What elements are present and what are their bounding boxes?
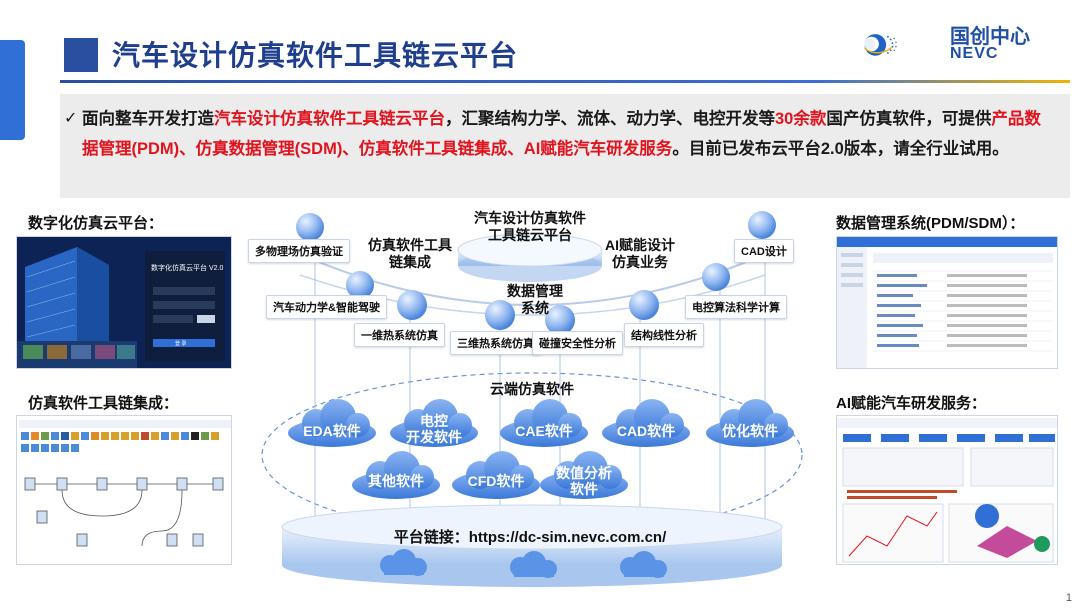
logo-chinese-text: 国创中心 bbox=[950, 26, 1030, 48]
intro-box: ✓ 面向整车开发打造汽车设计仿真软件工具链云平台，汇聚结构力学、流体、动力学、电… bbox=[60, 94, 1070, 198]
page-number: 1 bbox=[1065, 592, 1072, 604]
login-screenshot: 数字化仿真云平台 V2.0 登 录 bbox=[16, 236, 232, 369]
label-structural-linear: 结构线性分析 bbox=[624, 323, 704, 347]
cloud-control-dev: 电控 开发软件 bbox=[406, 413, 462, 445]
label-control-algorithms: 电控算法科学计算 bbox=[685, 295, 787, 319]
section-digital-platform: 数字化仿真云平台： bbox=[28, 215, 164, 232]
toolchain-screenshot bbox=[16, 415, 232, 565]
center-platform-text: 汽车设计仿真软件 工具链云平台 bbox=[474, 210, 586, 243]
architecture-graphics bbox=[261, 211, 803, 587]
label-1d-thermal: 一维热系统仿真 bbox=[354, 323, 445, 347]
logo-english-text: NEVC bbox=[950, 45, 999, 62]
toolchain-integration-text: 仿真软件工具 链集成 bbox=[368, 237, 452, 270]
label-vehicle-dynamics: 汽车动力学&智能驾驶 bbox=[266, 295, 387, 319]
check-icon: ✓ bbox=[64, 110, 78, 127]
center-platform-label: 汽车设计仿真软件 工具链云平台 bbox=[468, 210, 592, 244]
login-title: 数字化仿真云平台 V2.0 bbox=[151, 265, 224, 272]
workflow-diagram-image bbox=[17, 416, 231, 564]
building-image bbox=[17, 237, 231, 368]
intro-text-2: ，汇聚结构力学、流体、动力学、电控开发等 bbox=[445, 110, 775, 128]
platform-link[interactable]: 平台链接：https://dc-sim.nevc.com.cn/ bbox=[393, 529, 667, 546]
cloud-eda: EDA软件 bbox=[303, 423, 361, 439]
ai-workflow-image bbox=[837, 416, 1057, 564]
ai-screenshot bbox=[836, 415, 1058, 565]
data-management-label: 数据管理 系统 bbox=[495, 283, 575, 317]
ai-design-label: AI赋能设计 仿真业务 bbox=[590, 237, 690, 271]
cloud-optimization: 优化软件 bbox=[722, 423, 778, 439]
ai-design-text: AI赋能设计 仿真业务 bbox=[605, 237, 675, 270]
cloud-cae: CAE软件 bbox=[515, 423, 573, 439]
left-accent-bar bbox=[0, 40, 25, 140]
label-multiphysics: 多物理场仿真验证 bbox=[248, 239, 350, 263]
pdm-table-image bbox=[837, 237, 1057, 368]
title-underline bbox=[60, 80, 1070, 83]
intro-text-1: 面向整车开发打造 bbox=[82, 110, 214, 128]
cloud-cad: CAD软件 bbox=[616, 423, 676, 439]
cloud-other: 其他软件 bbox=[368, 473, 424, 489]
section-pdm: 数据管理系统(PDM/SDM）： bbox=[836, 215, 1025, 232]
intro-highlight-2: 30余款 bbox=[775, 110, 827, 128]
page-title: 汽车设计仿真软件工具链云平台 bbox=[112, 40, 519, 71]
label-cad-design: CAD设计 bbox=[734, 239, 794, 263]
section-toolchain: 仿真软件工具链集成： bbox=[28, 395, 179, 412]
label-crash-safety: 碰撞安全性分析 bbox=[532, 331, 623, 355]
nevc-logo-icon bbox=[864, 34, 897, 56]
cloud-cfd: CFD软件 bbox=[467, 473, 525, 489]
title-square bbox=[64, 38, 98, 72]
intro-highlight-1: 汽车设计仿真软件工具链云平台 bbox=[214, 110, 445, 128]
toolchain-integration-label: 仿真软件工具 链集成 bbox=[360, 237, 460, 271]
intro-text-4: 。目前已发布云平台2.0版本，请全行业试用。 bbox=[672, 140, 1009, 158]
intro-text-3: 国产仿真软件，可提供 bbox=[826, 110, 992, 128]
label-3d-thermal: 三维热系统仿真 bbox=[450, 331, 541, 355]
cloud-software-title: 云端仿真软件 bbox=[490, 381, 574, 397]
cloud-numerical: 数值分析 软件 bbox=[556, 465, 612, 497]
pdm-screenshot bbox=[836, 236, 1058, 369]
architecture-diagram: 汽车设计仿真软件 工具链云平台 仿真软件工具 链集成 AI赋能设计 仿真业务 数… bbox=[240, 205, 825, 605]
section-ai: AI赋能汽车研发服务： bbox=[836, 395, 987, 412]
login-button[interactable]: 登 录 bbox=[175, 341, 187, 347]
data-management-text: 数据管理 系统 bbox=[507, 283, 563, 316]
intro-highlight-3: 产品数据管理(PDM)、仿真数据管理(SDM)、仿真软件工具链集成、AI赋能汽车… bbox=[82, 110, 1041, 158]
